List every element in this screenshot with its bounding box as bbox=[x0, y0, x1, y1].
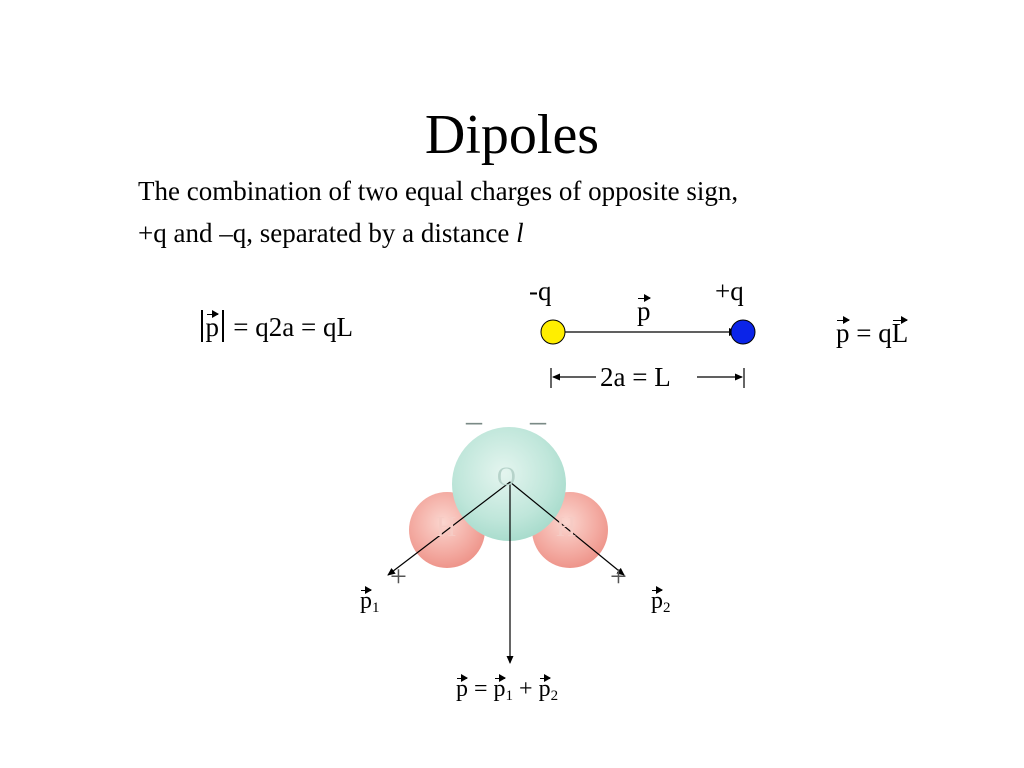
oxygen-atom bbox=[452, 427, 566, 541]
vector-p1-arrow bbox=[387, 481, 511, 576]
partial-positive-charge-left: + bbox=[390, 560, 407, 593]
negative-charge-label: -q bbox=[529, 276, 552, 306]
vector-p1: p bbox=[493, 674, 506, 702]
negative-charge-circle bbox=[540, 319, 566, 345]
subscript-1: 1 bbox=[372, 600, 380, 616]
partial-negative-charge-1: – bbox=[466, 402, 482, 438]
dipole-vector-equation: p = qL bbox=[836, 316, 909, 349]
partial-negative-charge-2: – bbox=[530, 402, 546, 438]
vector-p1-label: p1 bbox=[360, 586, 380, 617]
vector-sum-equation: p = p1 + p2 bbox=[456, 674, 559, 705]
body-line-2-text: +q and –q, separated by a distance bbox=[138, 218, 517, 248]
vector-p: p bbox=[360, 586, 372, 614]
vector-p2-label: p2 bbox=[651, 586, 671, 617]
subscript-2: 2 bbox=[550, 688, 559, 704]
slide-body-text: The combination of two equal charges of … bbox=[138, 170, 938, 254]
dipole-moment-label: p bbox=[637, 294, 651, 327]
slide-title: Dipoles bbox=[424, 104, 600, 166]
vector-p: p bbox=[836, 316, 850, 348]
vector-eq-mid: = q bbox=[849, 318, 892, 348]
hydrogen-label-left: H bbox=[436, 512, 457, 543]
abs-bar-right bbox=[222, 310, 224, 342]
dipole-magnitude-equation: p = q2a = qL bbox=[198, 310, 353, 343]
vector-p: p bbox=[637, 294, 651, 326]
oxygen-label: O bbox=[497, 462, 516, 491]
subscript-2: 2 bbox=[663, 600, 671, 616]
hydrogen-label-right: H bbox=[556, 512, 577, 543]
sum-plus: + bbox=[513, 676, 539, 702]
subscript-1: 1 bbox=[505, 688, 514, 704]
partial-positive-charge-right: + bbox=[610, 560, 627, 593]
body-line-2: +q and –q, separated by a distance l bbox=[138, 212, 938, 254]
positive-charge-circle bbox=[730, 319, 756, 345]
vector-p2-arrow bbox=[509, 481, 625, 576]
positive-charge-label: +q bbox=[715, 276, 744, 306]
vector-p: p bbox=[456, 674, 468, 702]
sum-equals: = bbox=[468, 676, 494, 702]
vector-p: p bbox=[205, 310, 219, 342]
abs-bar-left bbox=[201, 310, 203, 342]
vector-p2: p bbox=[538, 674, 551, 702]
magnitude-rhs: = q2a = qL bbox=[226, 312, 353, 342]
separation-label: 2a = L bbox=[600, 362, 671, 392]
vector-p: p bbox=[651, 586, 663, 614]
vector-L: L bbox=[891, 316, 909, 348]
body-line-1: The combination of two equal charges of … bbox=[138, 176, 739, 206]
distance-variable: l bbox=[516, 218, 524, 248]
